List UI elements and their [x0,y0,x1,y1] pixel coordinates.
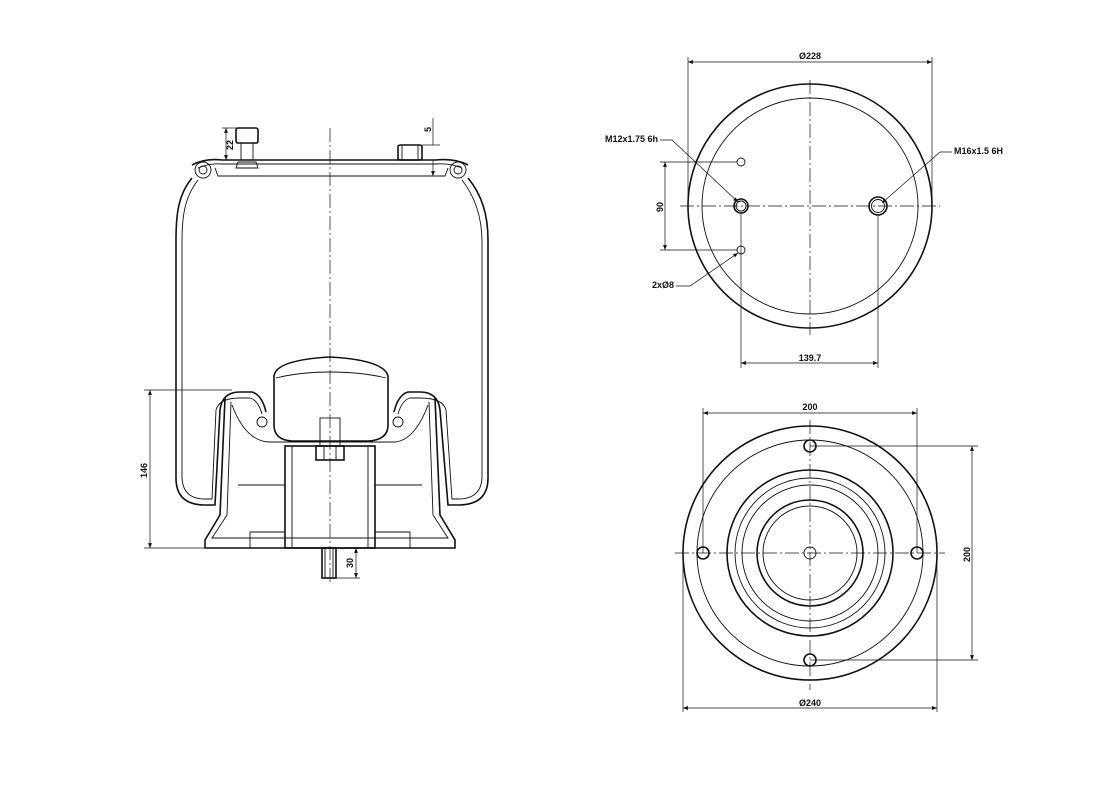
bellow [175,177,489,506]
dimension-d228: Ø228 [687,51,933,206]
label-139-7: 139.7 [799,353,822,363]
top-bead-plate [191,158,469,179]
label-d240: Ø240 [799,698,821,708]
dimension-139-7: 139.7 [740,213,879,368]
top-nut-right [397,144,423,161]
label-5: 5 [423,127,433,132]
dimension-200-side: 200 [810,445,978,661]
label-m16: M16x1.5 6H [954,146,1003,156]
label-2x8: 2xØ8 [652,280,674,290]
bottom-stud [321,547,337,579]
dimension-22: 22 [222,127,240,161]
dimension-90: 90 [655,161,737,251]
label-200-top: 200 [802,402,817,412]
dimension-146: 146 [139,389,232,549]
callout-2x8: 2xØ8 [652,252,739,290]
bottom-view: 200 200 Ø240 [675,402,978,712]
top-stud-left [235,127,259,169]
callout-m16: M16x1.5 6H [881,146,1003,204]
small-hole-upper [736,157,746,167]
callout-m12: M12x1.75 6h [605,134,739,203]
label-22: 22 [225,140,235,150]
top-view: Ø228 M12x1.75 6h M16x1.5 6H 90 2xØ8 139.… [605,51,1003,368]
dimension-200-top: 200 [702,402,918,553]
dimension-30: 30 [336,548,360,579]
label-30: 30 [345,558,355,568]
label-90: 90 [655,202,665,212]
dimension-5: 5 [422,118,440,176]
bumper [273,356,389,442]
dimension-d240: Ø240 [682,553,938,712]
label-200-side: 200 [962,547,972,562]
label-m12: M12x1.75 6h [605,134,658,144]
side-view: 22 5 146 30 [139,118,489,585]
label-146: 146 [139,463,149,478]
label-d228: Ø228 [799,51,821,61]
